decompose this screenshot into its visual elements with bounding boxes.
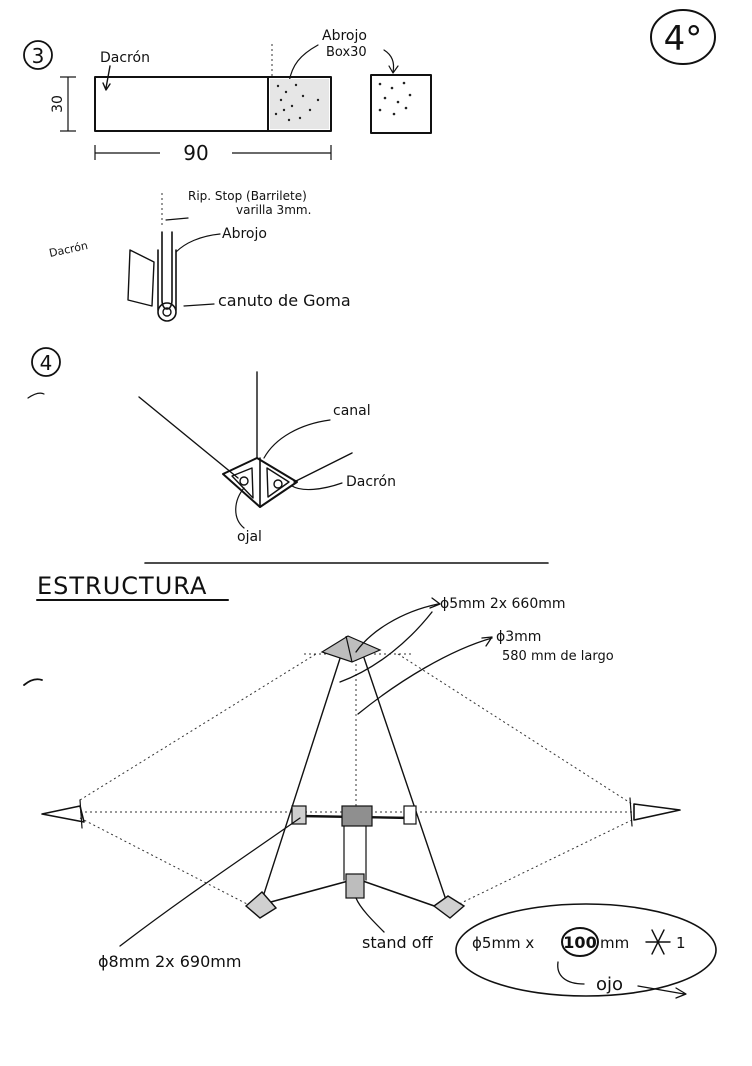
velcro-patch <box>270 79 329 129</box>
svg-text:100: 100 <box>563 933 596 952</box>
velcro-square <box>370 74 432 134</box>
svg-text:ϕ5mm x: ϕ5mm x <box>472 934 534 952</box>
dacron-strip <box>94 76 332 132</box>
spar-3mm-length: 580 mm de largo <box>502 649 614 664</box>
svg-text:4: 4 <box>40 351 53 375</box>
left-wingtip <box>41 799 85 829</box>
section-3: 3 Dacrón Abrojo Box30 <box>23 28 432 322</box>
svg-text:Rip. Stop (Barrilete): Rip. Stop (Barrilete) <box>188 189 307 203</box>
dacron-label-4: Dacrón <box>346 474 396 490</box>
spar-5mm-label: ϕ5mm 2x 660mm <box>440 596 566 612</box>
svg-text:canuto de Goma: canuto de Goma <box>218 291 351 310</box>
nose-joint-detail <box>138 371 353 508</box>
estructura-title: ESTRUCTURA <box>37 572 207 600</box>
svg-text:mm: mm <box>600 934 629 952</box>
ojo-label: ojo <box>596 974 623 995</box>
svg-text:varilla 3mm.: varilla 3mm. <box>236 203 311 217</box>
lower-fittings <box>244 891 466 919</box>
nose-fitting <box>320 635 382 663</box>
estructura-section: ESTRUCTURA <box>23 572 717 999</box>
spar-8mm-label: ϕ8mm 2x 690mm <box>98 952 241 971</box>
section-4: 4 canal Dacrón ojal <box>27 347 396 545</box>
dimension-height: 30 <box>50 76 76 132</box>
stand-off-spec: ϕ5mm x 100 mm 1 ojo <box>455 903 717 999</box>
dimension-width: 90 <box>94 141 332 165</box>
section-3-number: 3 <box>23 40 53 70</box>
abrojo-label: Abrojo <box>322 28 367 44</box>
svg-text:3: 3 <box>32 44 45 68</box>
sleeve-detail: Rip. Stop (Barrilete) varilla 3mm. Abroj… <box>48 189 351 322</box>
spars <box>255 645 447 909</box>
dacron-label: Dacrón <box>100 50 150 66</box>
page-number: 4° <box>664 19 703 59</box>
svg-text:30: 30 <box>50 95 66 113</box>
spar-3mm-label: ϕ3mm <box>496 629 541 645</box>
ojal-label: ojal <box>237 529 262 545</box>
sail-outline <box>79 653 633 907</box>
right-wingtip <box>629 797 681 827</box>
abrojo-arrow <box>383 49 399 74</box>
svg-text:90: 90 <box>183 141 208 165</box>
svg-text:Dacrón: Dacrón <box>48 239 89 260</box>
section-4-number: 4 <box>31 347 61 377</box>
canal-label: canal <box>333 403 371 419</box>
spreader-fittings <box>291 805 417 827</box>
svg-text:Abrojo: Abrojo <box>222 226 267 242</box>
stand-off-rod <box>343 825 367 899</box>
stand-off-label: stand off <box>362 933 434 952</box>
page-number-badge: 4° <box>650 9 716 65</box>
svg-text:1: 1 <box>676 934 686 952</box>
abrojo-size: Box30 <box>326 45 367 60</box>
